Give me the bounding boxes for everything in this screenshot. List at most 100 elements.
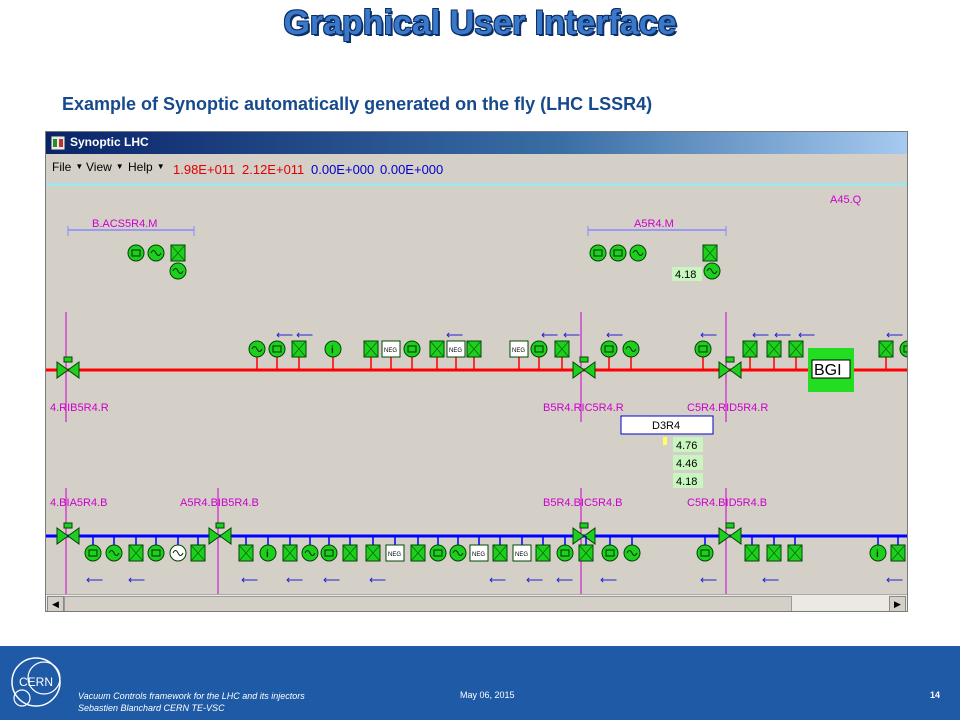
- sector-label: C5R4.RID5R4.R: [687, 402, 768, 414]
- corner-label: A45.Q: [830, 194, 862, 206]
- scroll-thumb[interactable]: [64, 596, 792, 611]
- gauge-value[interactable]: 4.46: [676, 458, 697, 470]
- vacuum-block[interactable]: [342, 544, 358, 562]
- sector-valve[interactable]: [718, 522, 742, 545]
- ion-pump[interactable]: [320, 544, 338, 562]
- sector-valve[interactable]: [718, 356, 742, 379]
- box-label[interactable]: D3R4: [652, 420, 680, 432]
- gauge-value-box[interactable]: [673, 473, 703, 488]
- vacuum-block[interactable]: [788, 340, 804, 358]
- gauge-block[interactable]: i: [869, 544, 887, 562]
- vacuum-block[interactable]: [291, 340, 307, 358]
- gauge-value[interactable]: 4.18: [676, 476, 697, 488]
- neg-block[interactable]: NEG: [385, 544, 405, 562]
- pirani-gauge[interactable]: [105, 544, 123, 562]
- vacuum-block[interactable]: [878, 340, 894, 358]
- vacuum-block[interactable]: [429, 340, 445, 358]
- d3r4-box[interactable]: [620, 415, 714, 435]
- pirani-gauge[interactable]: [703, 262, 721, 280]
- footer-line1: Vacuum Controls framework for the LHC an…: [78, 691, 305, 701]
- neg-block[interactable]: NEG: [381, 340, 401, 358]
- vacuum-block[interactable]: [466, 340, 482, 358]
- ion-pump[interactable]: [609, 244, 627, 262]
- vacuum-block[interactable]: [363, 340, 379, 358]
- pirani-gauge[interactable]: [301, 544, 319, 562]
- gauge-icon[interactable]: i: [266, 549, 269, 560]
- gauge-value-box[interactable]: [673, 455, 703, 470]
- ion-pump[interactable]: [696, 544, 714, 562]
- vacuum-block[interactable]: [410, 544, 426, 562]
- ion-pump[interactable]: [429, 544, 447, 562]
- ion-pump[interactable]: [600, 340, 618, 358]
- vacuum-block[interactable]: [535, 544, 551, 562]
- pirani-gauge[interactable]: [623, 544, 641, 562]
- gauge-icon[interactable]: i: [876, 549, 879, 560]
- ion-pump[interactable]: [589, 244, 607, 262]
- ion-pump[interactable]: [601, 544, 619, 562]
- gauge-icon[interactable]: i: [331, 345, 334, 356]
- vacuum-block[interactable]: [890, 544, 906, 562]
- ion-pump[interactable]: [899, 340, 907, 358]
- ion-pump[interactable]: [403, 340, 421, 358]
- menu-file[interactable]: File▼: [52, 160, 83, 174]
- vacuum-block[interactable]: [492, 544, 508, 562]
- ion-pump[interactable]: [268, 340, 286, 358]
- ion-pump[interactable]: [147, 544, 165, 562]
- vacuum-block[interactable]: [238, 544, 254, 562]
- vacuum-block[interactable]: [742, 340, 758, 358]
- flow-arrow-icon: ⟵: [526, 573, 543, 587]
- pirani-gauge[interactable]: [449, 544, 467, 562]
- pirani-gauge[interactable]: [629, 244, 647, 262]
- pirani-gauge[interactable]: [169, 544, 187, 562]
- vacuum-block[interactable]: [578, 544, 594, 562]
- sector-valve[interactable]: [56, 522, 80, 545]
- pirani-gauge[interactable]: [147, 244, 165, 262]
- ion-pump[interactable]: [84, 544, 102, 562]
- vacuum-block[interactable]: [282, 544, 298, 562]
- scroll-left-button[interactable]: ◀: [47, 596, 64, 611]
- scroll-right-button[interactable]: ▶: [889, 596, 906, 611]
- ion-pump[interactable]: [127, 244, 145, 262]
- pirani-gauge[interactable]: [248, 340, 266, 358]
- vacuum-block[interactable]: [170, 244, 186, 262]
- sector-label: A5R4.BIB5R4.B: [180, 497, 259, 509]
- vacuum-block[interactable]: [128, 544, 144, 562]
- bgi-label-box[interactable]: [811, 359, 851, 379]
- sector-valve[interactable]: [572, 522, 596, 545]
- vacuum-block[interactable]: [190, 544, 206, 562]
- gauge-block[interactable]: i: [259, 544, 277, 562]
- pirani-gauge[interactable]: [169, 262, 187, 280]
- neg-block[interactable]: NEG: [509, 340, 529, 358]
- menu-view[interactable]: View▼: [86, 160, 124, 174]
- flow-arrow-icon: ⟵: [700, 573, 717, 587]
- menu-help[interactable]: Help▼: [128, 160, 165, 174]
- neg-block[interactable]: NEG: [446, 340, 466, 358]
- vacuum-block[interactable]: [702, 244, 718, 262]
- vacuum-block[interactable]: [787, 544, 803, 562]
- ion-pump[interactable]: [694, 340, 712, 358]
- window-titlebar[interactable]: Synoptic LHC: [46, 132, 907, 154]
- vacuum-block[interactable]: [766, 340, 782, 358]
- neg-block[interactable]: NEG: [512, 544, 532, 562]
- ion-pump[interactable]: [556, 544, 574, 562]
- sector-valve[interactable]: [208, 522, 232, 545]
- flow-arrow-icon: ⟵: [296, 328, 313, 342]
- horizontal-scrollbar[interactable]: ◀ ▶: [46, 594, 907, 611]
- app-icon: [51, 136, 65, 150]
- gauge-value[interactable]: 4.18: [675, 269, 696, 281]
- window-title: Synoptic LHC: [70, 135, 149, 149]
- ion-pump[interactable]: [530, 340, 548, 358]
- gauge-value-box[interactable]: [672, 267, 702, 281]
- pirani-gauge[interactable]: [622, 340, 640, 358]
- sector-valve[interactable]: [572, 356, 596, 379]
- sector-label: B5R4.BIC5R4.B: [543, 497, 622, 509]
- neg-block[interactable]: NEG: [469, 544, 489, 562]
- sector-valve[interactable]: [56, 356, 80, 379]
- vacuum-block[interactable]: [365, 544, 381, 562]
- vacuum-block[interactable]: [554, 340, 570, 358]
- gauge-block[interactable]: i: [324, 340, 342, 358]
- vacuum-block[interactable]: [744, 544, 760, 562]
- gauge-value[interactable]: 4.76: [676, 440, 697, 452]
- gauge-value-box[interactable]: [673, 437, 703, 452]
- vacuum-block[interactable]: [766, 544, 782, 562]
